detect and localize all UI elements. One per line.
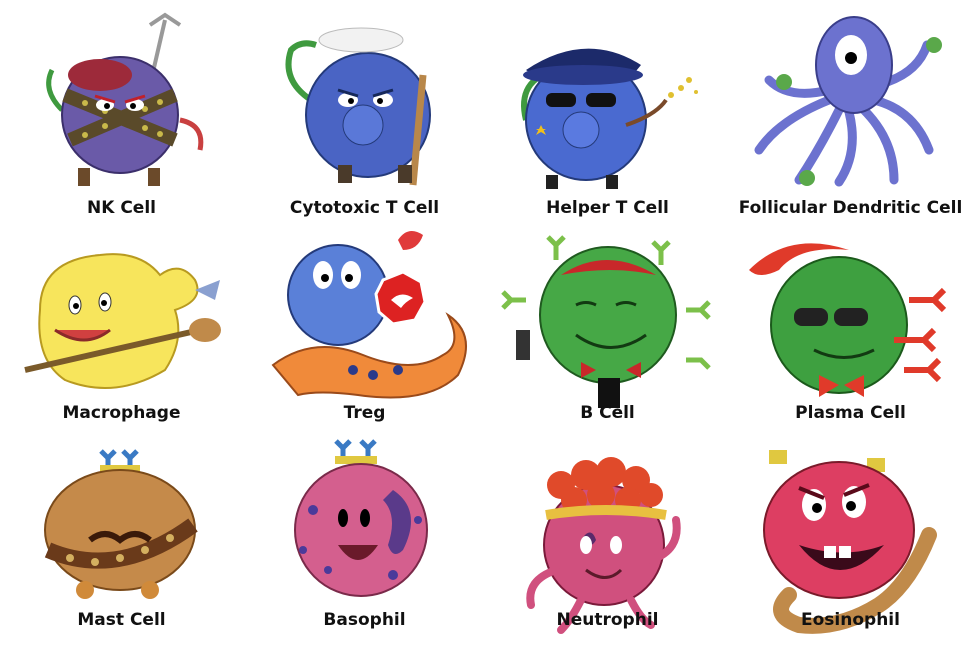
- macrophage-illustration: [24, 253, 221, 389]
- cell-card-b-cell: B Cell: [486, 220, 729, 440]
- cell-label: Treg: [343, 403, 386, 423]
- eosinophil-illustration: [763, 450, 937, 634]
- basophil-illustration: [294, 439, 428, 597]
- cell-label: Plasma Cell: [795, 403, 906, 423]
- follicular-dendritic-cell-illustration: [754, 16, 942, 187]
- b-cell-illustration: [501, 235, 711, 408]
- cell-card-neutrophil: Neutrophil: [486, 440, 729, 660]
- cytotoxic-t-cell-illustration: [285, 27, 431, 186]
- plasma-cell-illustration: [749, 243, 947, 397]
- cell-label: Eosinophil: [801, 610, 900, 630]
- cell-label: B Cell: [580, 403, 635, 423]
- cell-card-plasma: Plasma Cell: [729, 220, 972, 440]
- cell-label: Follicular Dendritic Cell: [738, 198, 963, 218]
- cell-label: Mast Cell: [77, 610, 166, 630]
- cell-card-basophil: Basophil: [243, 439, 486, 660]
- cell-card-mast: Mast Cell: [0, 440, 243, 660]
- cell-label: Macrophage: [62, 403, 181, 423]
- cell-label: Neutrophil: [556, 610, 659, 630]
- cell-card-cytotoxic-t: Cytotoxic T Cell: [243, 0, 486, 220]
- nk-cell-illustration: [46, 12, 204, 186]
- cell-label: Basophil: [323, 610, 406, 630]
- cell-card-follicular-dendritic: Follicular Dendritic Cell: [729, 0, 972, 220]
- treg-illustration: [271, 231, 467, 399]
- cell-label: Helper T Cell: [546, 198, 669, 218]
- helper-t-cell-illustration: [521, 48, 698, 189]
- neutrophil-illustration: [526, 457, 681, 634]
- cell-label: Cytotoxic T Cell: [289, 198, 440, 218]
- cell-card-nk: NK Cell: [0, 0, 243, 220]
- mast-cell-illustration: [44, 449, 198, 599]
- cell-card-macrophage: Macrophage: [0, 220, 243, 440]
- cell-card-eosinophil: Eosinophil: [729, 440, 972, 660]
- cell-label: NK Cell: [87, 198, 156, 218]
- cell-card-helper-t: Helper T Cell: [486, 0, 729, 220]
- cell-card-treg: Treg: [243, 220, 486, 440]
